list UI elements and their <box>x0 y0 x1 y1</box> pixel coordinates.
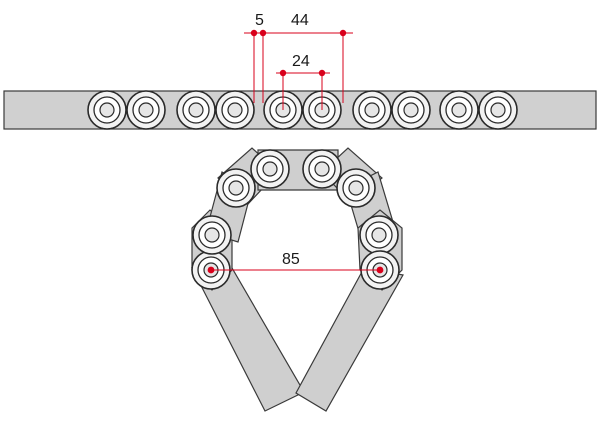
straight-roller-7 <box>352 90 392 130</box>
straight-roller-2 <box>126 90 166 130</box>
loop-roller-3 <box>216 168 256 208</box>
straight-roller-9 <box>439 90 479 130</box>
roller-spacing-dimension-label: 24 <box>292 53 310 70</box>
straight-roller-8 <box>391 90 431 130</box>
straight-roller-4 <box>215 90 255 130</box>
roller-right-dot <box>318 69 326 77</box>
loop-roller-7 <box>359 215 399 255</box>
pitch-dimension-label: 44 <box>291 12 309 29</box>
chain-loop <box>191 147 404 412</box>
loop-roller-4-roller-inner <box>262 161 278 177</box>
straight-roller-9-roller-inner <box>451 102 467 118</box>
straight-roller-1 <box>87 90 127 130</box>
loop-rollers <box>191 149 400 290</box>
loop-roller-6-roller-inner <box>348 180 364 196</box>
gap-right-dot <box>259 29 267 37</box>
loop-roller-2 <box>192 215 232 255</box>
right-hanging-strap <box>295 267 404 412</box>
straight-roller-4-roller-inner <box>227 102 243 118</box>
loop-roller-4 <box>250 149 290 189</box>
loop-roller-3-roller-inner <box>228 180 244 196</box>
straight-chain-rollers <box>87 90 518 130</box>
loop-right-dot <box>376 266 384 274</box>
loop-roller-5-roller-inner <box>314 161 330 177</box>
gap-left-dot <box>250 29 258 37</box>
loop-left-dot <box>207 266 215 274</box>
loop-width-dimension-label: 85 <box>282 251 300 268</box>
straight-roller-3 <box>176 90 216 130</box>
straight-chain <box>3 90 597 130</box>
loop-roller-7-roller-inner <box>371 227 387 243</box>
loop-roller-6 <box>336 168 376 208</box>
loop-roller-2-roller-inner <box>204 227 220 243</box>
roller-left-dot <box>279 69 287 77</box>
straight-roller-3-roller-inner <box>188 102 204 118</box>
pitch-right-dot <box>339 29 347 37</box>
gap-dimension-label: 5 <box>255 12 264 29</box>
straight-roller-2-roller-inner <box>138 102 154 118</box>
straight-roller-10 <box>478 90 518 130</box>
dimension-lines <box>207 29 384 274</box>
straight-roller-1-roller-inner <box>99 102 115 118</box>
straight-roller-10-roller-inner <box>490 102 506 118</box>
loop-roller-5 <box>302 149 342 189</box>
straight-roller-7-roller-inner <box>364 102 380 118</box>
straight-roller-8-roller-inner <box>403 102 419 118</box>
